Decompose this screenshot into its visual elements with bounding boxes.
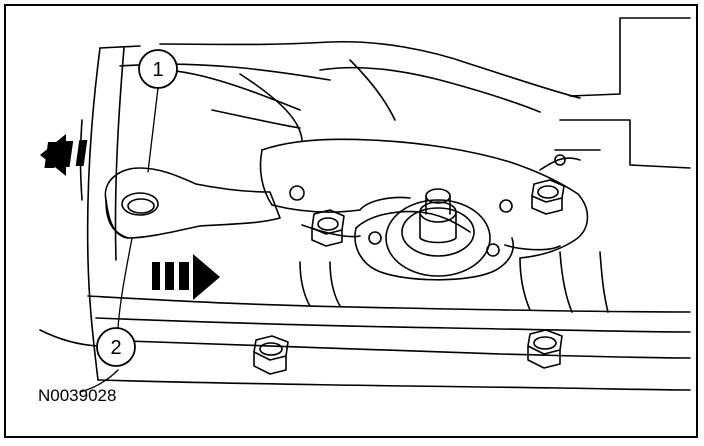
lower-bolt-left — [253, 335, 289, 375]
callout-1-label: 1 — [152, 59, 163, 81]
callout-leaders — [79, 87, 159, 393]
arrow-left — [40, 134, 88, 176]
callout-1: 1 — [138, 49, 178, 89]
plate-bolt-left — [311, 209, 345, 247]
lower-bolt-right — [527, 329, 563, 369]
figure-id: N0039028 — [38, 386, 117, 405]
plate-bolt-right — [531, 179, 565, 215]
detent-plate — [259, 138, 589, 281]
arrow-right — [152, 254, 220, 300]
shaft-boss — [385, 188, 491, 277]
manual-lever — [104, 167, 281, 239]
callout-2: 2 — [96, 327, 136, 367]
housing-outline — [119, 17, 691, 169]
plate-holes — [289, 154, 566, 257]
lower-case — [39, 251, 691, 391]
callout-2-label: 2 — [110, 337, 121, 359]
